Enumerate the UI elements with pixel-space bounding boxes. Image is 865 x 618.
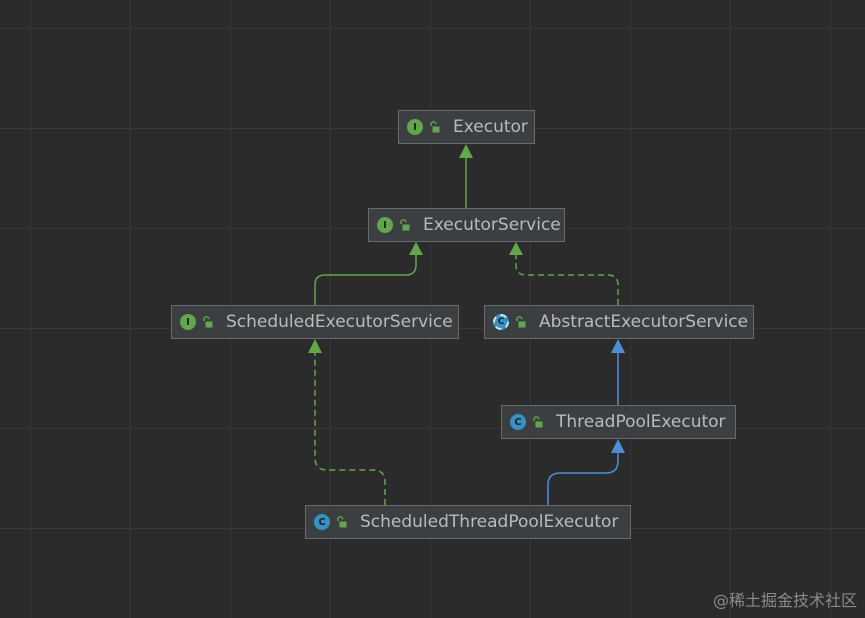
unlocked-padlock-icon xyxy=(516,316,526,328)
unlocked-padlock-icon xyxy=(337,516,347,528)
node-label: ScheduledThreadPoolExecutor xyxy=(360,512,619,532)
unlocked-padlock-icon xyxy=(203,316,213,328)
edge-executorservice-to-executor xyxy=(459,144,473,208)
abstract-class-icon: C xyxy=(493,314,509,330)
edge-scheduledthreadpoolexecutor-to-scheduledexecutorservice xyxy=(308,339,386,505)
node-label: AbstractExecutorService xyxy=(539,312,749,332)
node-scheduled-thread-pool-executor[interactable]: C ScheduledThreadPoolExecutor xyxy=(305,505,631,539)
node-label: ThreadPoolExecutor xyxy=(556,412,726,432)
class-icon: C xyxy=(510,414,526,430)
interface-icon: I xyxy=(180,314,196,330)
node-executor[interactable]: I Executor xyxy=(398,110,535,144)
unlocked-padlock-icon xyxy=(400,219,410,231)
watermark: @稀土掘金技术社区 xyxy=(712,591,857,610)
node-label: ScheduledExecutorService xyxy=(226,312,453,332)
node-label: Executor xyxy=(453,117,528,137)
interface-icon: I xyxy=(377,217,393,233)
node-abstract-executor-service[interactable]: C AbstractExecutorService xyxy=(484,305,754,339)
node-scheduled-executor-service[interactable]: I ScheduledExecutorService xyxy=(171,305,459,339)
node-executor-service[interactable]: I ExecutorService xyxy=(368,208,565,242)
edge-scheduledthreadpoolexecutor-to-threadpoolexecutor xyxy=(547,439,625,505)
edge-scheduledexecutorservice-to-executorservice xyxy=(314,242,423,305)
unlocked-padlock-icon xyxy=(533,416,543,428)
node-label: ExecutorService xyxy=(423,215,561,235)
interface-icon: I xyxy=(407,119,423,135)
class-icon: C xyxy=(314,514,330,530)
edge-threadpoolexecutor-to-abstractexecutorservice xyxy=(611,339,625,405)
node-thread-pool-executor[interactable]: C ThreadPoolExecutor xyxy=(501,405,736,439)
unlocked-padlock-icon xyxy=(430,121,440,133)
edge-abstractexecutorservice-to-executorservice xyxy=(509,242,619,305)
